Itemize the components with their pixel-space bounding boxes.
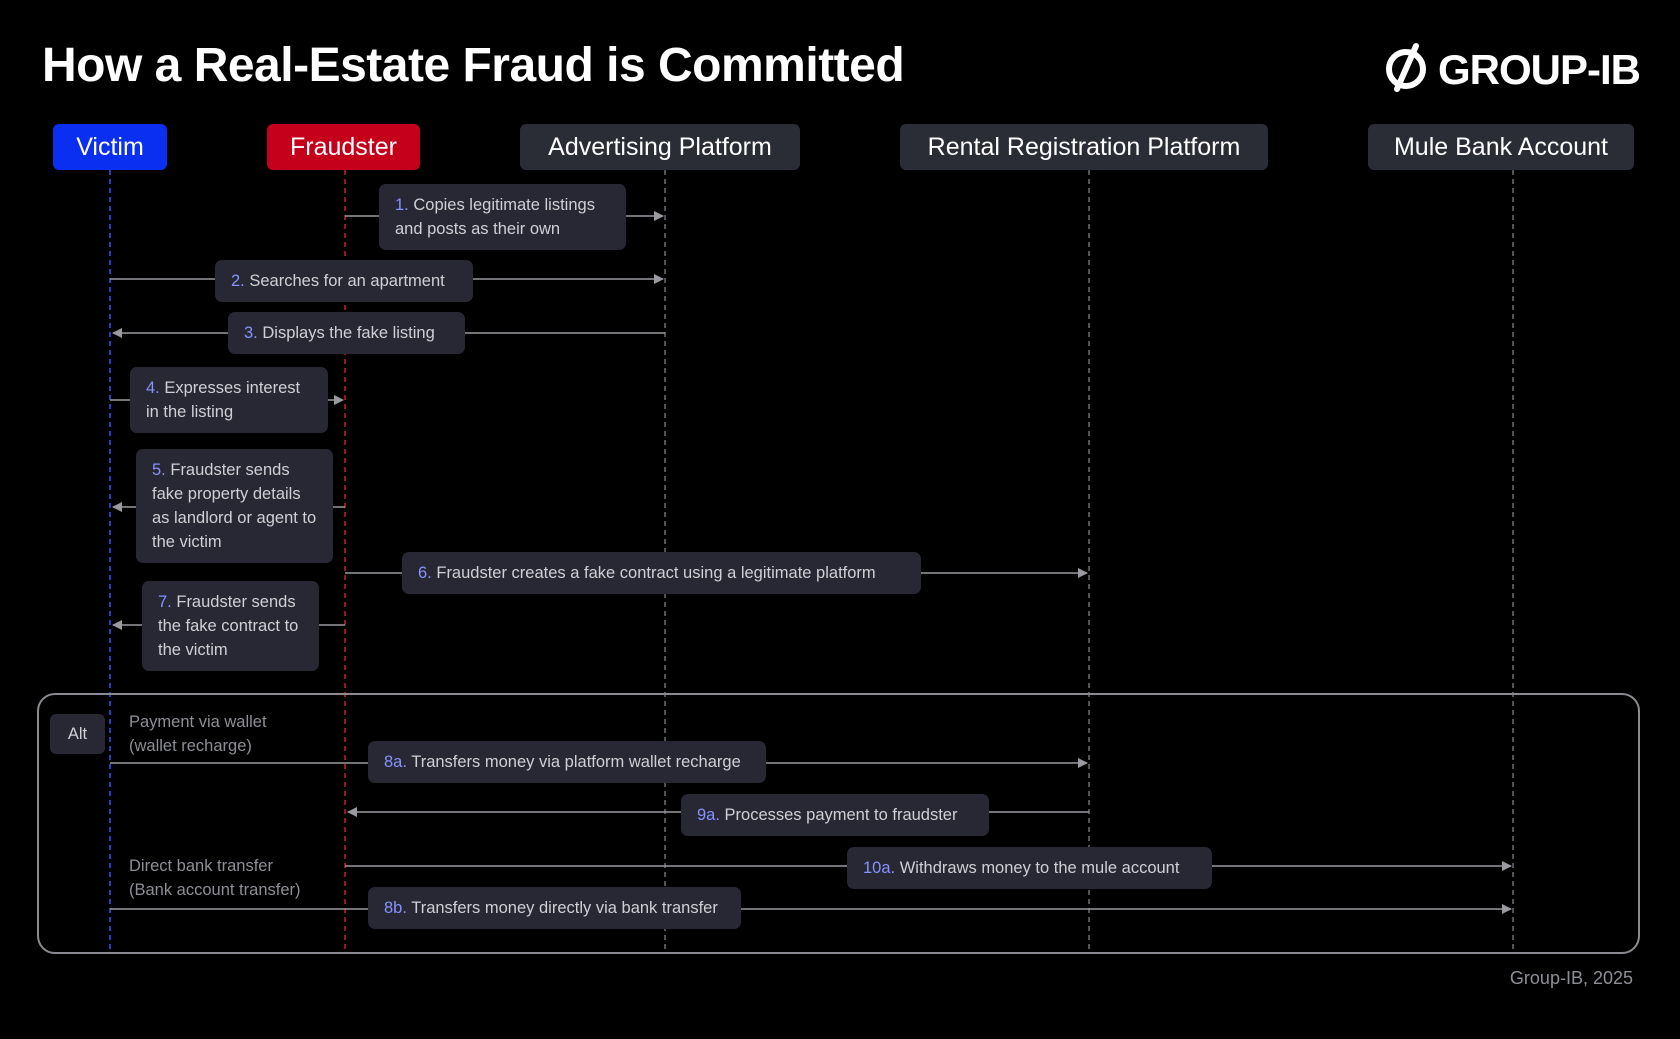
guard-bank-line2: (Bank account transfer) xyxy=(129,881,301,899)
actor-rental-registration-platform: Rental Registration Platform xyxy=(900,124,1268,170)
group-ib-logo: GROUP-IB xyxy=(1384,42,1641,97)
step-7-message: 7. Fraudster sends the fake contract to … xyxy=(142,581,319,671)
step-4-text: Expresses interest in the listing xyxy=(146,379,301,421)
actor-mule-bank-account: Mule Bank Account xyxy=(1368,124,1634,170)
step-5-number: 5. xyxy=(152,461,166,479)
step-9a-message: 9a. Processes payment to fraudster xyxy=(681,794,989,836)
alt-guard-bank: Direct bank transfer (Bank account trans… xyxy=(129,854,301,902)
group-ib-logo-icon xyxy=(1384,42,1430,97)
step-8b-message: 8b. Transfers money directly via bank tr… xyxy=(368,887,741,929)
guard-bank-line1: Direct bank transfer xyxy=(129,857,273,875)
step-6-message: 6. Fraudster creates a fake contract usi… xyxy=(402,552,921,594)
alt-tag: Alt xyxy=(50,714,105,754)
step-10a-text: Withdraws money to the mule account xyxy=(899,859,1180,877)
step-10a-number: 10a. xyxy=(863,859,896,877)
step-3-number: 3. xyxy=(244,324,258,342)
alt-frame xyxy=(37,693,1640,954)
step-4-number: 4. xyxy=(146,379,160,397)
step-8b-text: Transfers money directly via bank transf… xyxy=(411,899,718,917)
step-5-text: Fraudster sends fake property details as… xyxy=(152,461,317,551)
guard-wallet-line1: Payment via wallet xyxy=(129,713,267,731)
step-10a-message: 10a. Withdraws money to the mule account xyxy=(847,847,1212,889)
alt-guard-wallet: Payment via wallet (wallet recharge) xyxy=(129,710,267,758)
step-2-text: Searches for an apartment xyxy=(249,272,445,290)
step-8a-message: 8a. Transfers money via platform wallet … xyxy=(368,741,766,783)
step-3-text: Displays the fake listing xyxy=(262,324,435,342)
step-6-number: 6. xyxy=(418,564,432,582)
step-5-message: 5. Fraudster sends fake property details… xyxy=(136,449,333,563)
step-8a-number: 8a. xyxy=(384,753,407,771)
step-2-number: 2. xyxy=(231,272,245,290)
step-8a-text: Transfers money via platform wallet rech… xyxy=(411,753,741,771)
actor-fraudster: Fraudster xyxy=(267,124,420,170)
step-6-text: Fraudster creates a fake contract using … xyxy=(436,564,876,582)
diagram-title: How a Real-Estate Fraud is Committed xyxy=(42,39,905,92)
step-1-number: 1. xyxy=(395,196,409,214)
step-1-message: 1. Copies legitimate listings and posts … xyxy=(379,184,626,250)
footer-credit: Group-IB, 2025 xyxy=(1509,968,1633,988)
step-2-message: 2. Searches for an apartment xyxy=(215,260,473,302)
logo-text: GROUP-IB xyxy=(1438,45,1641,93)
guard-wallet-line2: (wallet recharge) xyxy=(129,737,252,755)
actor-advertising-platform: Advertising Platform xyxy=(520,124,800,170)
actor-victim: Victim xyxy=(53,124,167,170)
step-7-number: 7. xyxy=(158,593,172,611)
step-9a-number: 9a. xyxy=(697,806,720,824)
step-4-message: 4. Expresses interest in the listing xyxy=(130,367,328,433)
step-7-text: Fraudster sends the fake contract to the… xyxy=(158,593,299,659)
step-3-message: 3. Displays the fake listing xyxy=(228,312,465,354)
step-1-text: Copies legitimate listings and posts as … xyxy=(395,196,595,238)
step-8b-number: 8b. xyxy=(384,899,407,917)
step-9a-text: Processes payment to fraudster xyxy=(724,806,958,824)
